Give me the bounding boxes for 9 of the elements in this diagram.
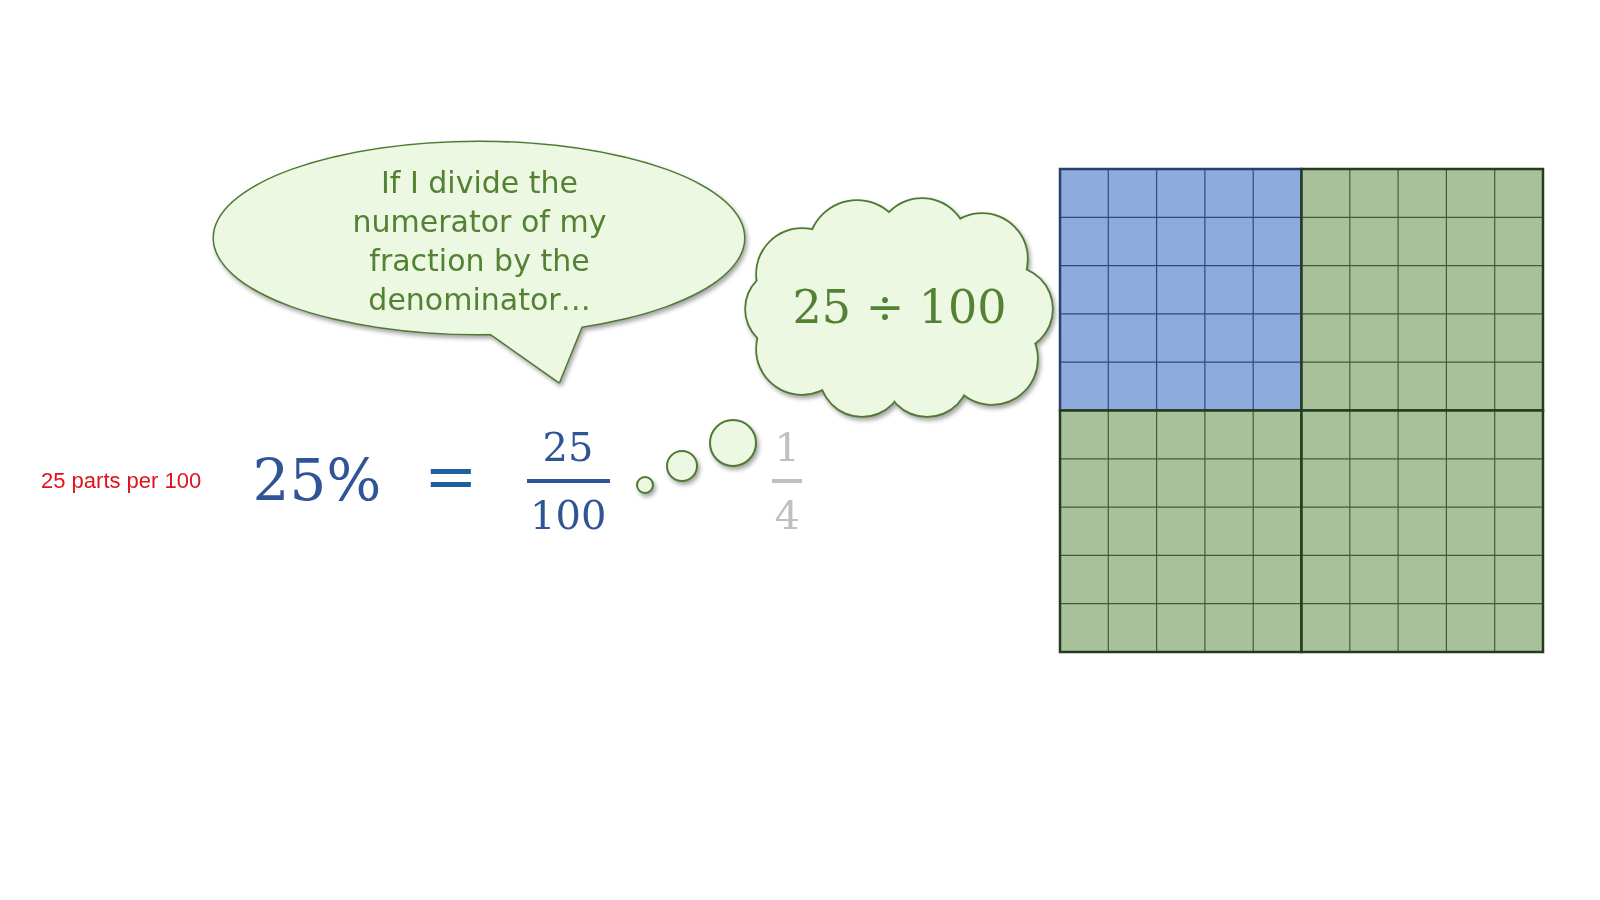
numerator-text: 1 — [774, 424, 800, 470]
denominator-text: 4 — [774, 492, 800, 538]
denominator-text: 100 — [530, 492, 607, 538]
equals-sign: = — [424, 439, 478, 513]
annotation-text: 25 parts per 100 — [41, 468, 202, 494]
percentage-text: 25% — [252, 446, 382, 514]
speech-text: If I divide the numerator of my fraction by the denominator… — [351, 164, 608, 319]
cloud-text: 25 ÷ 100 — [792, 280, 1007, 334]
numerator-text: 25 — [542, 424, 594, 470]
